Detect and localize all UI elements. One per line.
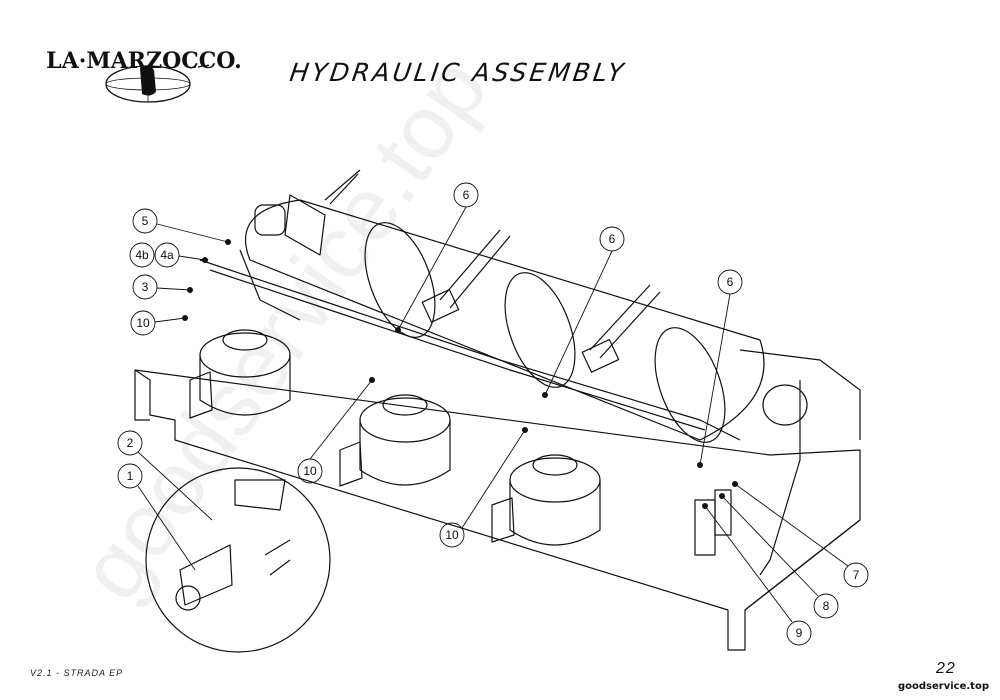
base-frame — [134, 369, 861, 651]
pipe-line — [199, 259, 741, 441]
callout-6-a: 6 — [463, 188, 470, 202]
callout-4a: 4a — [160, 248, 174, 262]
callout-1: 1 — [127, 469, 134, 483]
boiler-cylinder — [245, 199, 765, 441]
source-badge: goodservice.top — [898, 681, 989, 692]
callout-5: 5 — [142, 214, 149, 228]
callout-9: 9 — [796, 626, 803, 640]
callout-3: 3 — [142, 280, 149, 294]
brew-group-3 — [491, 454, 601, 546]
callout-10-b: 10 — [303, 464, 317, 478]
callout-7: 7 — [853, 568, 860, 582]
brew-group-1 — [189, 329, 291, 419]
callout-10-c: 10 — [445, 528, 459, 542]
footer-model: V2.1 - STRADA EP — [30, 668, 124, 678]
callout-2: 2 — [127, 436, 134, 450]
callout-10-a: 10 — [136, 316, 150, 330]
callout-6-b: 6 — [609, 232, 616, 246]
brew-group-2 — [339, 394, 451, 487]
brand-name: LA·MARZOCCO. — [46, 48, 242, 74]
la-marzocco-logo: LA·MARZOCCO. — [46, 48, 242, 103]
page-number: 22 — [936, 660, 956, 677]
callout-6-c: 6 — [727, 275, 734, 289]
callout-4b: 4b — [135, 248, 149, 262]
callout-8: 8 — [823, 599, 830, 613]
detail-circle — [145, 467, 331, 653]
